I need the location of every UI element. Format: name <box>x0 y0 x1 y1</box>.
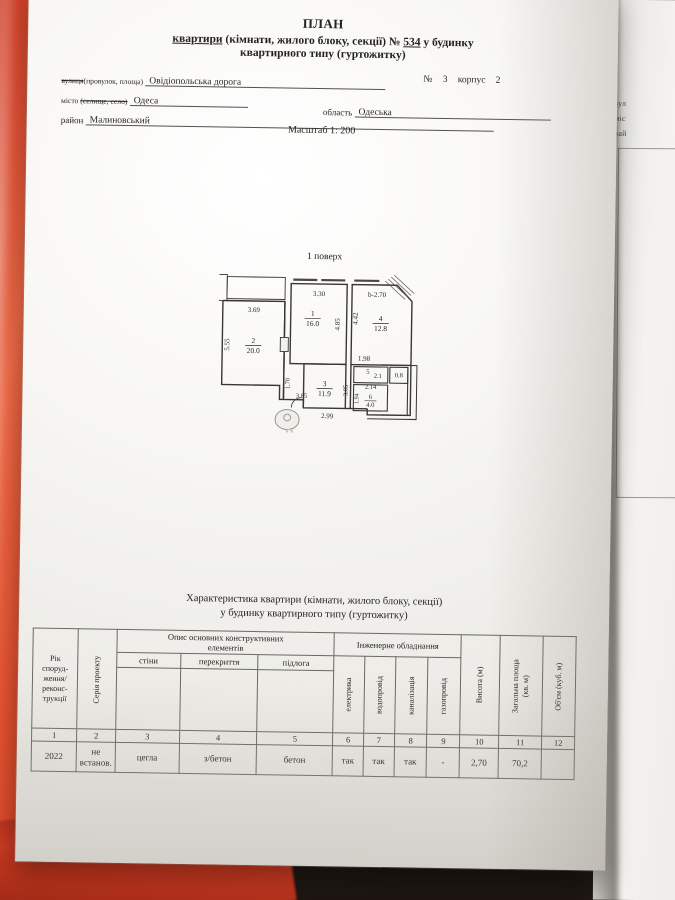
colnum-7: 7 <box>363 733 395 747</box>
colnum-5: 5 <box>256 731 333 746</box>
svg-text:3.69: 3.69 <box>248 306 261 314</box>
city-row: місто (селище, село) Одеса <box>61 94 248 108</box>
svg-text:2.1: 2.1 <box>374 373 382 380</box>
right-page-table-fragment <box>615 147 675 499</box>
svg-text:3.30: 3.30 <box>313 290 326 298</box>
header-ceilings: перекриття <box>180 653 259 670</box>
svg-text:4.0: 4.0 <box>366 402 374 409</box>
floor-label: 1 поверх <box>307 251 343 263</box>
svg-text:11.9: 11.9 <box>318 389 331 398</box>
colnum-11: 11 <box>498 735 542 750</box>
svg-text:2: 2 <box>251 336 255 345</box>
colnum-2: 2 <box>76 728 116 743</box>
header-walls-spacer <box>115 667 181 731</box>
document-page: ПЛАН квартири (кімнати, жилого блоку, се… <box>15 0 619 871</box>
city-value: Одеса <box>133 96 159 107</box>
city-label: місто (селище, село) <box>61 95 128 106</box>
svg-text:16.0: 16.0 <box>306 319 320 328</box>
page-content: ПЛАН квартири (кімнати, жилого блоку, се… <box>15 0 619 871</box>
svg-text:0.8: 0.8 <box>395 372 403 379</box>
svg-text:1.98: 1.98 <box>358 355 371 363</box>
scale-text: Масштаб 1: 200 <box>287 124 356 137</box>
cell-height: 2,70 <box>459 747 499 779</box>
cell-gas: - <box>426 747 460 778</box>
colnum-1: 1 <box>31 728 77 742</box>
header-group-construction: Опис основних конструктивних елементів <box>116 629 335 656</box>
colnum-9: 9 <box>426 734 460 748</box>
svg-text:1.70: 1.70 <box>285 378 292 389</box>
header-ceilings-spacer <box>179 668 259 732</box>
region-label: область <box>322 107 353 118</box>
header-electricity: електрика <box>332 655 365 734</box>
header-year: Рік споруд- ження/ реконс- трукції <box>31 628 79 729</box>
header-total-area: Загальна площа (кв. м) <box>498 635 544 737</box>
svg-text:4: 4 <box>379 314 383 323</box>
header-group-engineering: Інженерне обладнання <box>334 632 462 658</box>
colnum-10: 10 <box>459 734 499 749</box>
cell-year: 2022 <box>31 741 77 772</box>
colnum-12: 12 <box>541 736 575 750</box>
region-value: Одеська <box>358 107 392 119</box>
header-series: Серія проекту <box>76 628 118 730</box>
header-sewer: каналізація <box>394 656 429 735</box>
house-building-row: № 3 корпус 2 <box>419 74 504 86</box>
svg-text:20.0: 20.0 <box>247 346 261 355</box>
header-height: Висота (м) <box>459 634 501 736</box>
svg-text:6: 6 <box>369 394 373 401</box>
street-value: Овідіопольська дорога <box>149 76 242 88</box>
characteristics-title: Характеристика квартири (кімнати, жилого… <box>19 589 609 626</box>
colnum-8: 8 <box>394 733 428 748</box>
subtitle-word-apartment: квартири <box>172 32 223 46</box>
cell-water: так <box>362 746 395 777</box>
colnum-6: 6 <box>332 732 364 747</box>
floor-plan-drawing: 3.69 5.55 2 20.0 3.30 1 1 <box>217 266 469 436</box>
building-label: корпус <box>457 75 486 86</box>
svg-text:1.94: 1.94 <box>354 393 360 404</box>
svg-text:3.05: 3.05 <box>342 385 349 396</box>
header-floor-spacer <box>257 669 334 733</box>
header-volume: Об'єм (куб. м) <box>541 636 577 737</box>
key-fob-doodle <box>274 409 300 436</box>
svg-text:5: 5 <box>366 369 369 376</box>
floor-plan-section: 1 поверх <box>22 247 615 436</box>
subtitle-tail: у будинку <box>420 36 474 50</box>
svg-text:12.8: 12.8 <box>374 324 388 333</box>
street-row: вулиця(провулок, площа) Овідіопольська д… <box>61 74 386 91</box>
cell-total-area: 70,2 <box>498 748 542 780</box>
header-walls: стіни <box>116 652 181 669</box>
colnum-4: 4 <box>179 730 258 745</box>
cell-sewer: так <box>393 746 427 778</box>
cell-walls: цегла <box>115 742 180 774</box>
document-header: ПЛАН квартири (кімнати, жилого блоку, се… <box>28 11 619 64</box>
svg-text:1: 1 <box>311 309 315 318</box>
house-value: 3 <box>442 74 448 86</box>
characteristics-table: Рік споруд- ження/ реконс- трукції Серія… <box>31 628 577 781</box>
street-value-rule: Овідіопольська дорога <box>145 75 386 91</box>
svg-text:b-2.70: b-2.70 <box>368 291 387 299</box>
svg-text:5.55: 5.55 <box>223 338 231 351</box>
cell-volume <box>541 749 575 780</box>
svg-text:3.85: 3.85 <box>296 393 307 400</box>
house-label: № <box>423 74 433 85</box>
cell-electricity: так <box>332 745 364 777</box>
svg-text:4.85: 4.85 <box>334 318 342 331</box>
cover-highlight <box>0 0 13 900</box>
cell-floor: бетон <box>256 744 333 776</box>
building-value: 2 <box>495 75 501 86</box>
header-gas: газопровід <box>427 657 462 735</box>
cell-ceilings: з/бетон <box>178 743 257 775</box>
header-floor: підлога <box>258 654 335 671</box>
cell-series: не встанов. <box>76 741 116 773</box>
colnum-3: 3 <box>115 729 180 744</box>
svg-text:3: 3 <box>323 379 327 388</box>
apartment-number: 534 <box>403 36 421 49</box>
city-value-rule: Одеса <box>129 95 248 108</box>
svg-text:2.14: 2.14 <box>365 384 377 391</box>
svg-text:2.99: 2.99 <box>321 412 334 420</box>
street-label: вулиця(провулок, площа) <box>61 75 144 87</box>
svg-text:4.42: 4.42 <box>352 312 360 325</box>
header-water: водопровід <box>363 656 396 734</box>
